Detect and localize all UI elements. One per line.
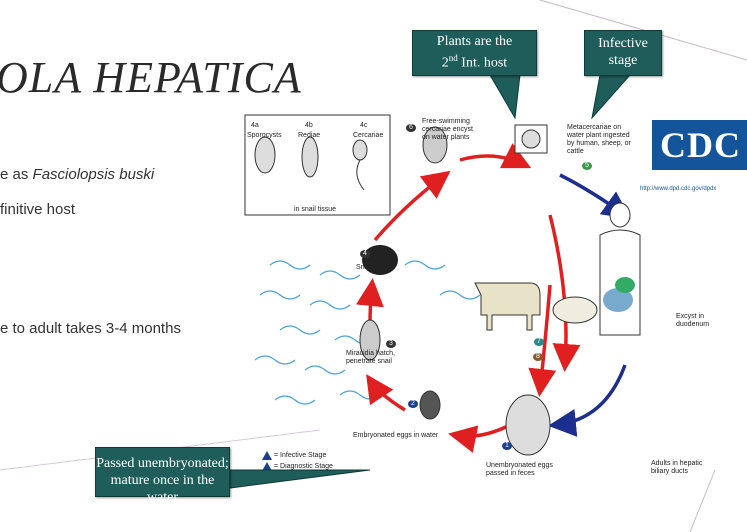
number-4-marker: 4 — [360, 250, 370, 258]
stage-4c-label: 4c — [360, 122, 368, 129]
cdc-url: http://www.dpd.cdc.gov/dpdx — [640, 186, 717, 192]
bullet-host-same: e as Fasciolopsis buski — [0, 166, 155, 183]
cercariae-label: Cercariae — [353, 132, 384, 139]
excyst-label: Excyst in duodenum — [676, 313, 710, 328]
sporocysts-label: Sporocysts — [247, 132, 282, 139]
callout-infective-stage: Infective stage — [584, 30, 662, 76]
number-3-marker: 3 — [386, 340, 396, 348]
stage-4b-label: 4b — [305, 122, 313, 129]
snail-label: Snail — [356, 264, 372, 271]
legend-infective: = Infective Stage — [262, 450, 333, 461]
cdc-logo: CDC — [652, 120, 747, 170]
number-1-marker: 1 — [502, 442, 512, 450]
slide-title: OLA HEPATICA — [0, 53, 302, 102]
legend-diagnostic: = Diagnostic Stage — [262, 461, 333, 472]
bullet-maturation-time: e to adult takes 3-4 months — [0, 320, 181, 337]
miracidia-label: Miracidia hatch, penetrate snail — [346, 350, 396, 365]
number-8-marker: 8 — [533, 353, 543, 361]
free-swimming-label: Free-swimming cercariae encyst on water … — [422, 118, 473, 141]
rediae-label: Rediae — [298, 132, 321, 139]
number-5-marker: 5 — [582, 162, 592, 170]
number-6-marker: 6 — [406, 124, 416, 132]
snail-tissue-label: in snail tissue — [294, 206, 337, 213]
callout-passed-unembryonated: Passed unembryonated; mature once in the… — [95, 447, 230, 505]
callout-plants-host: Plants are the 2nd Int. host — [412, 30, 537, 76]
number-7-marker: 7 — [534, 338, 544, 346]
bullet-definitive-host: finitive host — [0, 201, 76, 218]
life-cycle-diagram — [244, 114, 641, 456]
diagram-legend: = Infective Stage = Diagnostic Stage — [262, 450, 333, 472]
adults-label: Adults in hepatic biliary ducts — [651, 460, 703, 475]
stage-4a-label: 4a — [251, 122, 259, 129]
water-waves — [254, 260, 481, 405]
infective-stage-icon — [262, 450, 272, 460]
embryonated-label: Embryonated eggs in water — [353, 432, 439, 439]
diagnostic-stage-icon — [262, 461, 272, 471]
metacercariae-label: Metacercariae on water plant ingested by… — [567, 124, 631, 155]
number-2-marker: 2 — [408, 400, 418, 408]
unembryonated-label: Unembryonated eggs passed in feces — [486, 462, 553, 477]
